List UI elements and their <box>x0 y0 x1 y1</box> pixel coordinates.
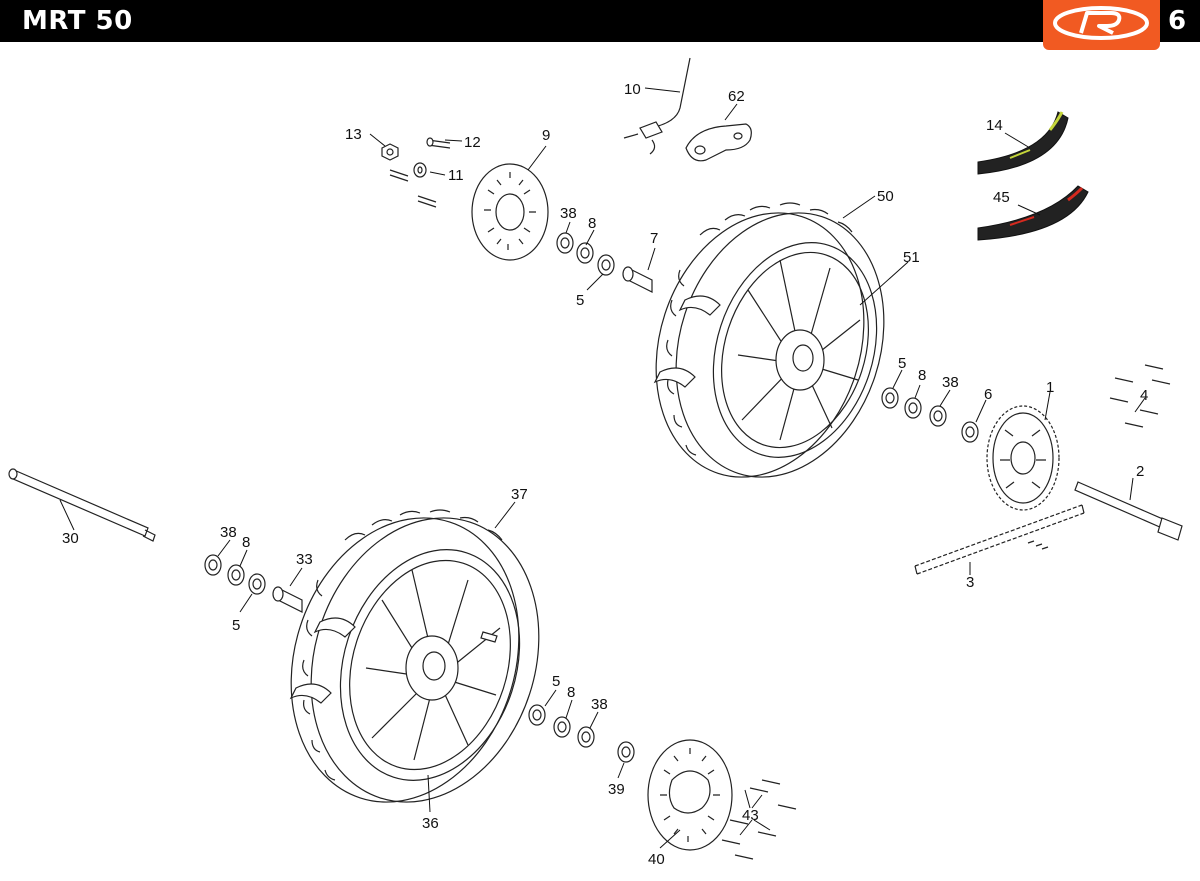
callout-6: 6 <box>984 386 992 403</box>
callout-40: 40 <box>648 851 665 868</box>
rear-rim <box>712 242 878 458</box>
callout-12: 12 <box>464 134 481 151</box>
callout-38-rear-right: 38 <box>942 374 959 391</box>
callout-9: 9 <box>542 127 550 144</box>
callout-11: 11 <box>448 167 464 184</box>
callout-45: 45 <box>993 189 1010 206</box>
callout-8-front-left: 8 <box>242 534 250 551</box>
callout-43: 43 <box>742 807 759 824</box>
front-wheel-assembly <box>289 509 540 803</box>
rim-decals <box>977 111 1089 241</box>
callout-8-rear-left: 8 <box>588 215 596 232</box>
callout-38-front-left: 38 <box>220 524 237 541</box>
callout-39: 39 <box>608 781 625 798</box>
rieju-r-logo <box>1043 0 1160 50</box>
callout-8-rear-right: 8 <box>918 367 926 384</box>
callout-13: 13 <box>345 126 362 143</box>
callout-5-rear-right: 5 <box>898 355 906 372</box>
front-spokes <box>365 569 501 761</box>
front-hub <box>405 635 459 701</box>
model-title: MRT 50 <box>22 6 133 36</box>
logo-icon <box>1053 6 1149 40</box>
callout-5-front-right: 5 <box>552 673 560 690</box>
rear-sprocket <box>986 405 1060 511</box>
callout-38-front-right: 38 <box>591 696 608 713</box>
callout-38-rear-left: 38 <box>560 205 577 222</box>
callout-4: 4 <box>1140 387 1148 404</box>
page-number: 6 <box>1168 6 1187 36</box>
callout-14: 14 <box>986 117 1003 134</box>
callout-8-front-right: 8 <box>567 684 575 701</box>
callout-1: 1 <box>1046 379 1054 396</box>
drive-chain <box>914 504 1085 575</box>
rear-hub <box>775 329 825 391</box>
callout-10: 10 <box>624 81 641 98</box>
rear-brake-disc <box>471 163 549 261</box>
header-bar: MRT 50 6 <box>0 0 1200 42</box>
callout-33: 33 <box>296 551 313 568</box>
rear-axle <box>1074 481 1183 541</box>
front-tire-inner-edge <box>290 517 520 803</box>
callout-36: 36 <box>422 815 439 832</box>
callout-50: 50 <box>877 188 894 205</box>
callout-7: 7 <box>650 230 658 247</box>
front-brake-disc <box>647 739 733 851</box>
bolts-and-nuts <box>381 57 1171 860</box>
rear-tire-inner-edge <box>655 212 865 478</box>
callout-2: 2 <box>1136 463 1144 480</box>
callout-51: 51 <box>903 249 920 266</box>
callout-30: 30 <box>62 530 79 547</box>
leader-lines <box>59 87 1146 849</box>
callout-5-rear-left: 5 <box>576 292 584 309</box>
redacted-block <box>140 6 410 38</box>
rear-tire <box>675 212 885 478</box>
callout-62: 62 <box>728 88 745 105</box>
callout-3: 3 <box>966 574 974 591</box>
rear-spokes <box>737 259 861 441</box>
callout-5-front-left: 5 <box>232 617 240 634</box>
front-axle <box>8 468 156 542</box>
rear-wheel-assembly <box>653 202 885 478</box>
front-rim <box>339 549 521 781</box>
callout-37: 37 <box>511 486 528 503</box>
bearings-and-spacers <box>204 232 979 763</box>
